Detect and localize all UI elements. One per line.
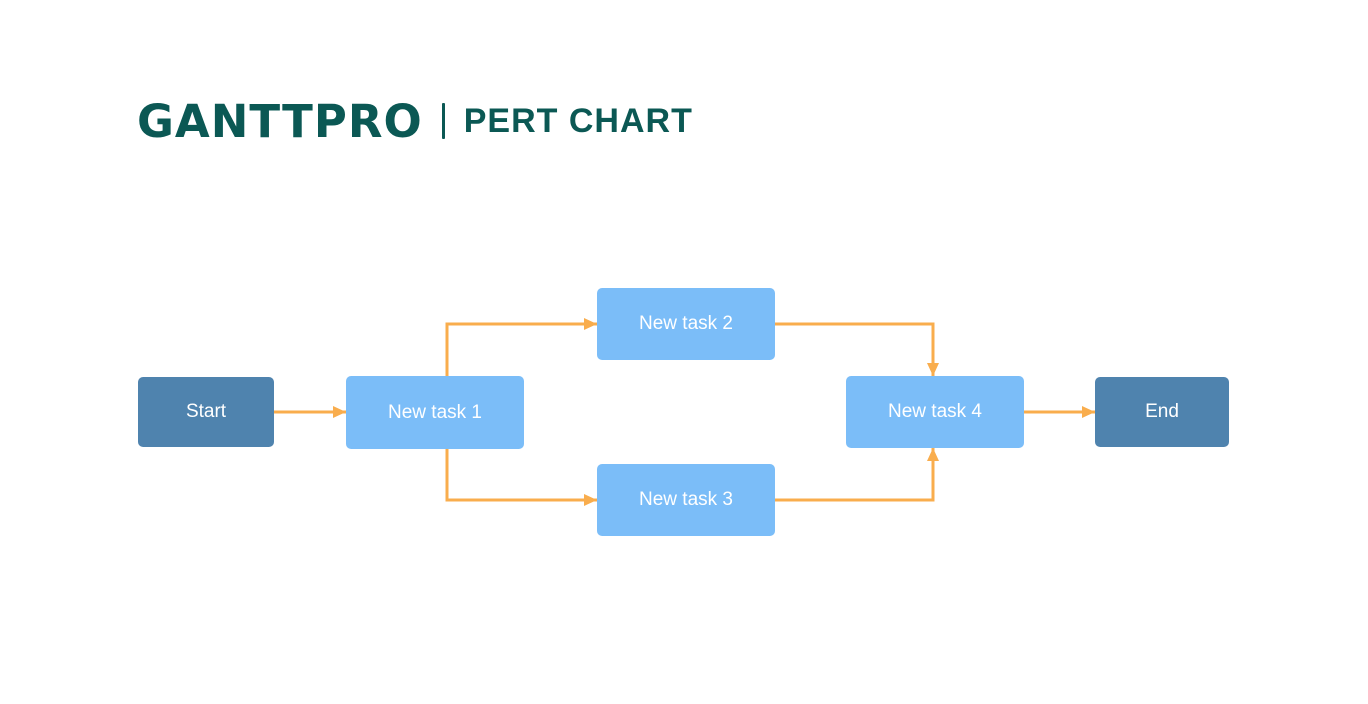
node-new-task-1[interactable]: New task 1 (346, 376, 524, 449)
ganttpro-logo: GANTTPRO (137, 94, 423, 148)
header: GANTTPRO PERT CHART (137, 96, 693, 146)
header-divider (441, 103, 445, 139)
edge-task1-task3 (445, 449, 597, 506)
edge-task3-task4 (775, 448, 939, 502)
node-new-task-2[interactable]: New task 2 (597, 288, 775, 360)
edge-task2-task4 (775, 322, 939, 376)
node-new-task-4[interactable]: New task 4 (846, 376, 1024, 448)
node-start[interactable]: Start (138, 377, 274, 447)
node-new-task-3[interactable]: New task 3 (597, 464, 775, 536)
page-title: PERT CHART (463, 102, 693, 140)
node-end[interactable]: End (1095, 377, 1229, 447)
edge-task1-task2 (445, 318, 597, 376)
